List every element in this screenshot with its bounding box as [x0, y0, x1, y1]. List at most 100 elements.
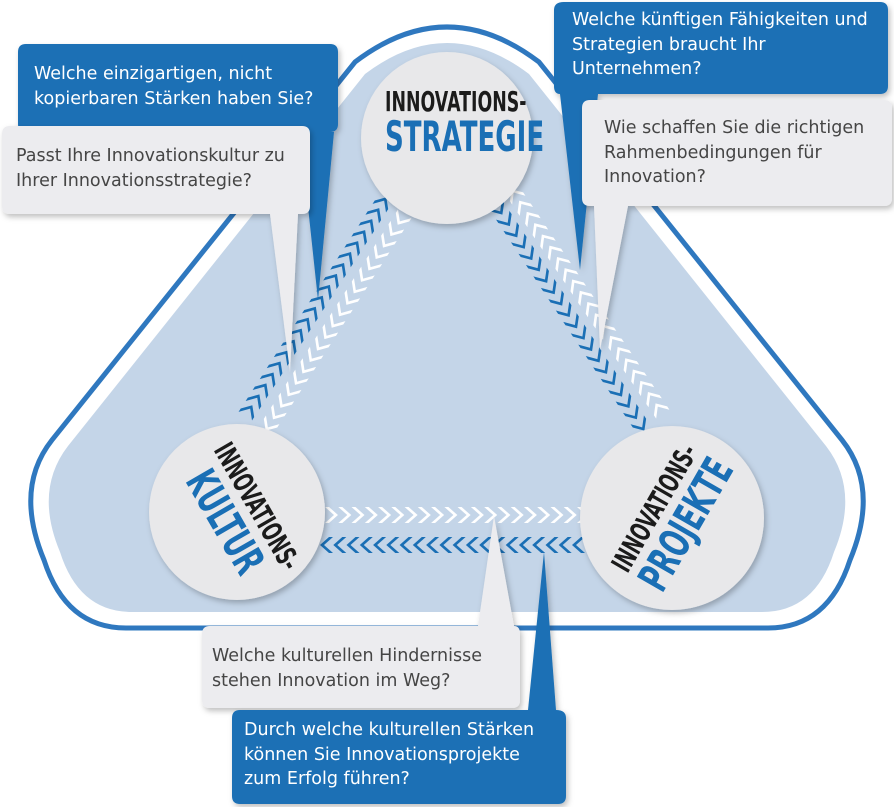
chevron-icon	[325, 507, 338, 523]
chevron-icon	[444, 507, 458, 523]
chevron-icon	[616, 347, 632, 363]
question-kulturelle-hindernisse: Welche kulturellen Hindernisse stehen In…	[212, 646, 483, 691]
chevron-icon	[503, 222, 520, 238]
question-kultur-passend: Passt Ihre Innovationskultur zu Ihrer In…	[16, 146, 285, 191]
chevron-icon	[550, 507, 564, 523]
chevron-icon	[452, 537, 466, 553]
chevron-icon	[537, 507, 551, 523]
chevron-icon	[523, 507, 537, 523]
chevron-icon	[273, 350, 290, 366]
chevron-icon	[563, 313, 579, 329]
chevron-icon	[615, 392, 632, 408]
chevron-icon	[344, 241, 360, 257]
chevron-icon	[316, 284, 332, 301]
chevron-icon	[572, 537, 585, 553]
arrow-kultur-to-strategie	[238, 197, 389, 421]
chevron-icon	[372, 197, 389, 213]
chevron-icon	[646, 392, 662, 408]
chevron-icon	[457, 507, 471, 523]
chevron-icon	[412, 537, 426, 553]
chevron-icon	[540, 234, 556, 250]
chevron-icon	[351, 507, 365, 523]
node-strategie-line2: STRATEGIE	[385, 112, 545, 161]
question-kuenftige-faehigkeiten: Welche künftigen Fähigkeiten und Strateg…	[572, 10, 868, 79]
chevron-icon	[563, 507, 577, 523]
bubble-kulturelle-staerken-shape	[232, 552, 566, 804]
chevron-icon	[593, 358, 609, 374]
chevron-icon	[364, 507, 378, 523]
arrow-kultur-to-projekte	[325, 507, 590, 523]
bubble-kuenftige-faehigkeiten-shape	[554, 2, 888, 270]
chevron-icon	[510, 507, 524, 523]
chevron-icon	[386, 537, 400, 553]
chevron-icon	[399, 537, 413, 553]
chevron-icon	[465, 537, 479, 553]
chevron-icon	[525, 256, 542, 272]
chevron-icon	[431, 507, 445, 523]
chevron-icon	[555, 256, 571, 273]
chevron-icon	[266, 361, 283, 377]
chevron-icon	[517, 200, 534, 216]
bubble-kulturelle-hindernisse-shape	[202, 516, 520, 708]
chevron-icon	[245, 394, 262, 410]
chevron-icon	[346, 537, 360, 553]
chevron-icon	[320, 537, 333, 553]
chevron-icon	[378, 507, 392, 523]
chevron-icon	[323, 273, 339, 290]
chevron-icon	[623, 358, 640, 374]
node-kultur-circle	[149, 424, 325, 600]
question-kulturelle-staerken: Durch welche kulturellen Stärken können …	[244, 720, 535, 789]
chevron-icon	[294, 317, 311, 333]
chevron-icon	[578, 290, 594, 307]
chevron-icon	[285, 381, 302, 397]
chevron-icon	[365, 208, 382, 224]
chevron-icon	[558, 537, 572, 553]
chevron-icon	[300, 358, 317, 374]
chevron-icon	[510, 233, 527, 249]
chevron-icon	[391, 507, 405, 523]
chevron-icon	[545, 537, 559, 553]
chevron-icon	[315, 335, 331, 351]
bubble-kultur-passend-shape	[2, 126, 310, 372]
chevron-icon	[439, 537, 453, 553]
chevron-icon	[653, 403, 670, 419]
chevron-icon	[238, 405, 255, 421]
chevron-icon	[404, 507, 418, 523]
arrow-projekte-to-strategie	[509, 189, 670, 419]
chevron-icon	[307, 346, 324, 363]
chevron-icon	[388, 220, 405, 237]
chevron-icon	[395, 209, 412, 225]
node-strategie-label: INNOVATIONS- STRATEGIE	[347, 88, 547, 158]
chevron-icon	[359, 537, 373, 553]
chevron-icon	[309, 295, 325, 312]
chevron-icon	[344, 289, 361, 305]
chevron-icon	[359, 266, 375, 282]
chevron-icon	[518, 244, 535, 261]
chevron-icon	[631, 369, 647, 385]
chevron-icon	[600, 369, 617, 386]
node-strategie-circle	[361, 52, 533, 224]
arrow-projekte-to-kultur	[320, 537, 585, 553]
chevron-icon	[570, 279, 587, 295]
chevron-icon	[525, 211, 541, 228]
bubble-einzigartige-staerken-shape	[18, 44, 338, 300]
chevron-icon	[509, 189, 526, 205]
node-projekte-circle	[580, 426, 764, 610]
chevron-icon	[337, 301, 353, 317]
chevron-icon	[532, 223, 549, 239]
chevron-icon	[479, 537, 493, 553]
chevron-icon	[263, 415, 280, 431]
chevron-icon	[302, 306, 318, 323]
chevron-icon	[470, 507, 484, 523]
chevron-icon	[293, 369, 309, 385]
chevron-icon	[278, 392, 295, 408]
chevron-icon	[252, 383, 269, 399]
arrow-strategie-to-kultur	[263, 209, 412, 431]
chevron-icon	[630, 415, 647, 431]
chevron-icon	[366, 255, 383, 271]
chevron-icon	[351, 230, 367, 246]
chevron-icon	[563, 268, 579, 284]
chevron-icon	[358, 219, 375, 235]
chevron-icon	[585, 347, 602, 363]
